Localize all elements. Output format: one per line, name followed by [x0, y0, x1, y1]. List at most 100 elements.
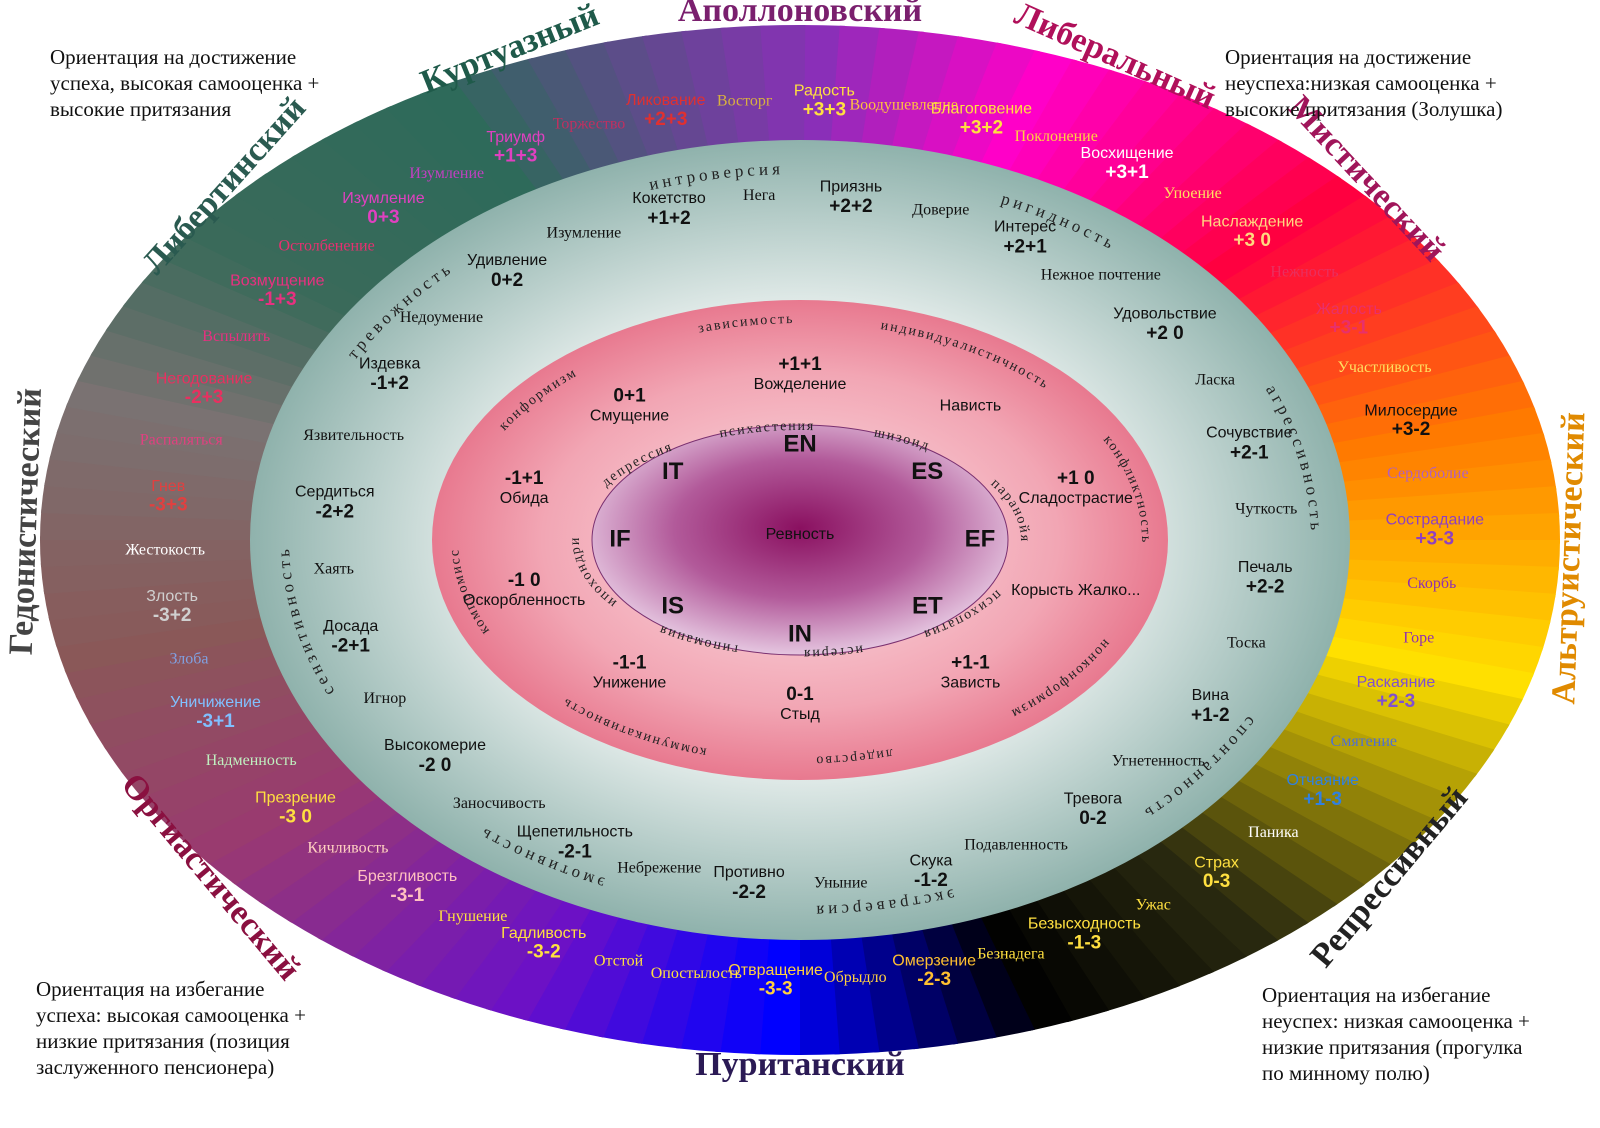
middle-emotion-name: Нега [743, 187, 775, 204]
middle-emotion-code: -2-1 [558, 841, 592, 862]
outer-emotion-name: Смятение [1331, 733, 1397, 750]
middle-emotion-name: Заносчивость [453, 795, 546, 812]
middle-emotion-code: +2+1 [1003, 237, 1047, 258]
middle-emotion-code: +2+2 [829, 196, 872, 217]
outer-emotion-name: Скорбь [1407, 575, 1456, 592]
outer-emotion-name: Восторг [717, 92, 773, 109]
outer-emotion-name: Сердоболие [1387, 465, 1468, 482]
outer-emotion-code: +3 0 [1233, 230, 1271, 251]
outer-emotion-name: Ужас [1136, 896, 1171, 913]
note-line: по минному полю) [1262, 1061, 1430, 1085]
middle-emotion-name: Игнор [364, 690, 407, 707]
center-label: Ревность [766, 526, 835, 543]
middle-emotion-name: Издевка [359, 355, 421, 372]
core-ellipse [591, 424, 1009, 656]
inner-emotion-code: +1+1 [778, 354, 822, 375]
note-line: Ориентация на избегание [36, 977, 265, 1001]
outer-emotion-name: Упоение [1164, 185, 1222, 202]
outer-emotion-code: -3-3 [759, 979, 793, 1000]
note-line: высокие притязания [50, 97, 232, 121]
middle-emotion-name: Подавленность [964, 837, 1068, 854]
outer-emotion-name: Нежность [1270, 263, 1338, 280]
middle-emotion-name: Уныние [814, 874, 867, 891]
middle-emotion-name: Кокетство [632, 190, 706, 207]
outer-emotion-name: Паника [1248, 824, 1298, 841]
middle-emotion-name: Тоска [1227, 634, 1266, 651]
middle-emotion-code: -2-2 [732, 882, 766, 903]
middle-emotion-name: Язвительность [303, 427, 404, 444]
inner-emotion-code: 0+1 [613, 386, 646, 407]
outer-emotion-code: 0+3 [367, 207, 399, 228]
outer-emotion-code: 0-3 [1203, 871, 1230, 892]
inner-emotion-code: 0-1 [786, 684, 814, 705]
middle-emotion-name: Доверие [912, 202, 969, 219]
sector-title: Альтруистический [1545, 412, 1592, 706]
outer-emotion-name: Жестокость [125, 541, 205, 558]
middle-emotion-name: Изумление [547, 225, 622, 242]
outer-emotion-name: Гнев [151, 478, 185, 495]
outer-emotion-name: Кичливость [307, 840, 388, 857]
outer-emotion-name: Милосердие [1364, 402, 1457, 419]
inner-emotion-code: -1+1 [505, 468, 544, 489]
outer-emotion-code: -2-3 [917, 969, 951, 990]
outer-emotion-name: Вспылить [202, 328, 270, 345]
note-line: низкие притязания (позиция [36, 1029, 290, 1053]
outer-emotion-name: Безысходность [1028, 916, 1141, 933]
outer-emotion-code: -3-2 [527, 942, 561, 963]
outer-emotion-name: Сострадание [1386, 511, 1485, 528]
inner-emotion-code: +1-1 [951, 653, 990, 674]
note-top-left: Ориентация на достижение успеха, высокая… [50, 44, 319, 122]
outer-emotion-code: -3-1 [390, 885, 424, 906]
outer-emotion-code: +2-3 [1377, 691, 1416, 712]
inner-emotion-name: Нависть [940, 398, 1002, 415]
core-type-code: IS [661, 593, 684, 620]
inner-emotion-name: Оскорбленность [463, 592, 585, 609]
outer-emotion-name: Торжество [553, 116, 625, 133]
note-line: успеха, высокая самооценка + [50, 71, 320, 95]
core-type-code: ET [912, 593, 943, 620]
note-line: высокие притязания (Золушка) [1225, 97, 1503, 121]
outer-emotion-code: +3-3 [1416, 528, 1455, 549]
outer-emotion-name: Злоба [169, 650, 208, 667]
outer-emotion-code: +3+3 [803, 99, 846, 120]
outer-emotion-name: Гадливость [501, 925, 586, 942]
outer-emotion-code: +3-2 [1392, 419, 1431, 440]
middle-emotion-name: Сочувствие [1206, 425, 1293, 442]
outer-emotion-name: Опостылость [651, 965, 742, 982]
outer-emotion-code: +1-3 [1303, 789, 1342, 810]
outer-emotion-name: Уничижение [170, 694, 261, 711]
outer-emotion-name: Изумление [342, 190, 424, 207]
outer-emotion-name: Участливость [1338, 359, 1432, 376]
middle-emotion-name: Интерес [994, 219, 1056, 236]
note-line: неуспеха:низкая самооценка + [1225, 71, 1497, 95]
outer-emotion-name: Безнадега [977, 946, 1044, 963]
outer-emotion-name: Остолбенение [279, 237, 375, 254]
note-bottom-left: Ориентация на избегание успеха: высокая … [36, 976, 306, 1080]
inner-emotion-code: -1-1 [613, 653, 647, 674]
core-ring-word: истерия [802, 641, 864, 660]
core-type-code: EN [783, 430, 816, 457]
outer-emotion-name: Возмущение [230, 272, 325, 289]
outer-emotion-name: Презрение [255, 789, 336, 806]
outer-emotion-name: Раскаяние [1357, 674, 1436, 691]
note-top-right: Ориентация на достижение неуспеха:низкая… [1225, 44, 1502, 122]
note-line: Ориентация на достижение [50, 45, 297, 69]
middle-emotion-name: Печаль [1238, 559, 1293, 576]
middle-emotion-name: Угнетенность [1112, 752, 1205, 769]
outer-emotion-name: Отстой [594, 952, 644, 969]
outer-emotion-name: Омерзение [892, 952, 976, 969]
middle-emotion-code: -2 0 [419, 755, 452, 776]
inner-emotion-code: -1 0 [508, 570, 541, 591]
outer-emotion-name: Распаляться [140, 432, 224, 449]
outer-emotion-name: Восхищение [1081, 145, 1174, 162]
core-type-code: EF [965, 525, 996, 552]
sector-title: Гедонистический [3, 387, 49, 655]
outer-emotion-name: Ликование [626, 92, 706, 109]
outer-emotion-name: Обрыдло [824, 969, 887, 986]
outer-emotion-name: Благоговение [931, 101, 1032, 118]
inner-emotion-name: Унижение [593, 675, 667, 692]
middle-emotion-code: -1-2 [914, 870, 948, 891]
middle-emotion-code: +2-2 [1246, 577, 1285, 598]
